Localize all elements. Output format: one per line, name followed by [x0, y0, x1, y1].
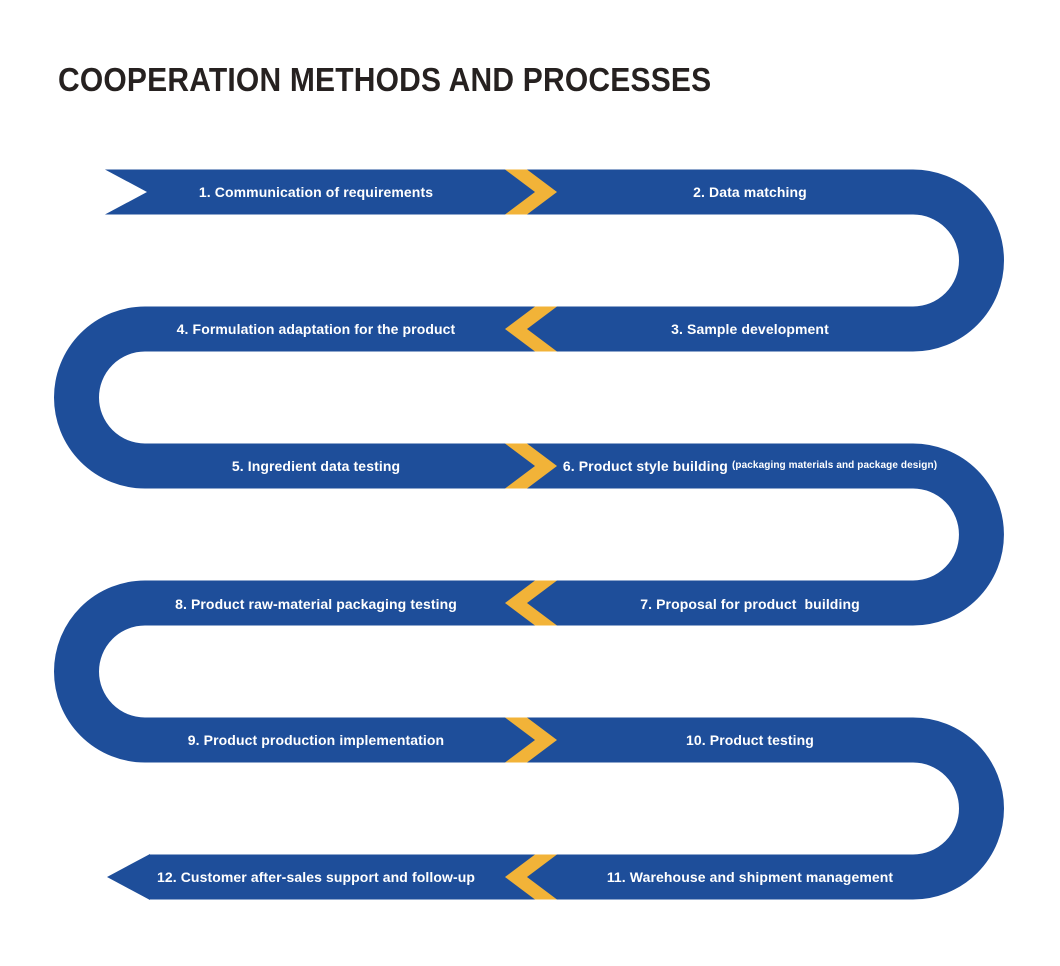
- chevron-left-icon: [505, 580, 557, 626]
- step-6-text: 6. Product style building: [562, 457, 728, 474]
- step-label-9: 9. Product production implementation: [130, 717, 502, 762]
- step-9-text: 9. Product production implementation: [187, 731, 445, 748]
- step-label-8: 8. Product raw-material packaging testin…: [130, 581, 502, 626]
- step-7-text: 7. Proposal for product building: [640, 595, 860, 612]
- step-11-text: 11. Warehouse and shipment management: [606, 868, 894, 885]
- chevron-left-icon: [505, 306, 557, 352]
- step-label-4: 4. Formulation adaptation for the produc…: [130, 306, 502, 351]
- step-6-note: (packaging materials and package design): [731, 460, 938, 471]
- step-1-text: 1. Communication of requirements: [198, 183, 434, 200]
- step-4-text: 4. Formulation adaptation for the produc…: [176, 320, 456, 337]
- page-title: COOPERATION METHODS AND PROCESSES: [58, 62, 712, 99]
- step-3-text: 3. Sample development: [671, 320, 829, 337]
- step-label-1: 1. Communication of requirements: [130, 169, 502, 214]
- step-label-7: 7. Proposal for product building: [564, 581, 936, 626]
- step-2-text: 2. Data matching: [693, 183, 807, 200]
- step-10-text: 10. Product testing: [686, 731, 814, 748]
- step-label-3: 3. Sample development: [564, 306, 936, 351]
- step-label-5: 5. Ingredient data testing: [130, 443, 502, 488]
- flow-ribbon: [54, 169, 1004, 900]
- chevron-left-icon: [505, 854, 557, 900]
- step-5-text: 5. Ingredient data testing: [231, 457, 401, 474]
- step-label-11: 11. Warehouse and shipment management: [564, 854, 936, 899]
- step-label-6: 6. Product style building (packaging mat…: [562, 443, 938, 488]
- chevron-right-icon: [505, 717, 557, 763]
- step-label-12: 12. Customer after-sales support and fol…: [130, 854, 502, 899]
- chevron-right-icon: [505, 169, 557, 215]
- flow-start-notch: [104, 169, 147, 215]
- step-label-2: 2. Data matching: [564, 169, 936, 214]
- step-label-10: 10. Product testing: [564, 717, 936, 762]
- flow-end-arrowhead-icon: [107, 854, 150, 900]
- chevron-right-icon: [505, 443, 557, 489]
- step-8-text: 8. Product raw-material packaging testin…: [175, 595, 457, 612]
- step-12-text: 12. Customer after-sales support and fol…: [156, 868, 476, 885]
